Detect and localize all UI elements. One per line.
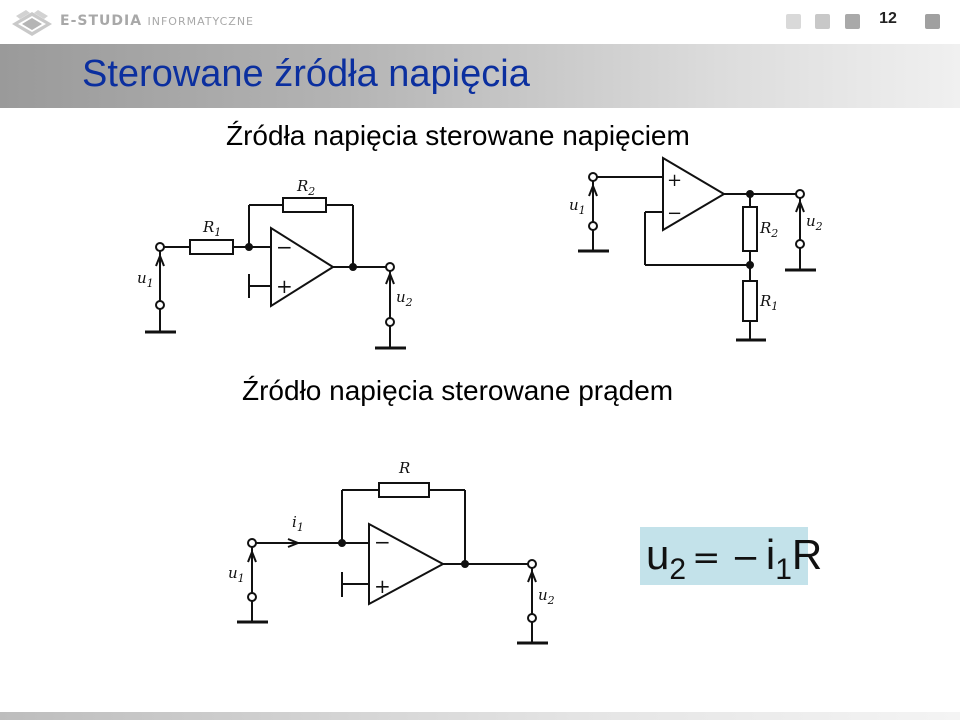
footer-bar bbox=[0, 712, 960, 720]
label-r1: R1 bbox=[202, 218, 221, 239]
label-r2-2: R2 bbox=[759, 219, 778, 240]
node-output-1 bbox=[349, 263, 357, 271]
formula-rhs-sub: 1 bbox=[775, 553, 792, 586]
label-u2: u2 bbox=[396, 288, 413, 309]
label-u2-3: u2 bbox=[538, 586, 555, 607]
resistor-r1 bbox=[189, 239, 234, 255]
u1-input-terminal-bottom-3 bbox=[247, 592, 257, 602]
section-heading-voltage-controlled: Źródła napięcia sterowane napięciem bbox=[226, 120, 690, 151]
formula-operator: = − bbox=[692, 538, 760, 578]
current-arrow-i1 bbox=[287, 538, 301, 548]
label-r2: R2 bbox=[296, 177, 315, 198]
label-u1: u1 bbox=[137, 269, 154, 290]
opamp-2-plus: + bbox=[667, 170, 682, 191]
brand-name: E-STUDIA INFORMATYCZNE bbox=[60, 13, 254, 29]
opamp-2-minus: − bbox=[667, 203, 682, 224]
resistor-r1-2 bbox=[742, 280, 758, 322]
e-studia-logo bbox=[12, 10, 52, 36]
label-u1-2: u1 bbox=[569, 196, 586, 217]
formula-box: u2= −i1R bbox=[640, 527, 822, 586]
title-band bbox=[0, 44, 960, 108]
inverting-amplifier-circuit bbox=[145, 197, 406, 350]
formula-rhs-r: R bbox=[791, 531, 823, 578]
u2-output-terminal-bottom-3 bbox=[527, 613, 537, 623]
node-output-3 bbox=[461, 560, 469, 568]
nav-square-1[interactable] bbox=[786, 14, 801, 29]
nav-square-4[interactable] bbox=[925, 14, 940, 29]
formula-lhs: u bbox=[646, 531, 670, 578]
u1-input-terminal-top-2 bbox=[588, 172, 598, 182]
u2-output-terminal-top-3 bbox=[527, 559, 537, 569]
formula-rhs-i: i bbox=[765, 531, 776, 578]
brand-sub-text: INFORMATYCZNE bbox=[147, 15, 254, 28]
nav-square-3[interactable] bbox=[845, 14, 860, 29]
label-i1: i1 bbox=[292, 513, 304, 534]
u1-input-terminal-bottom bbox=[155, 300, 165, 310]
u1-input-terminal-bottom-2 bbox=[588, 221, 598, 231]
label-u2-2: u2 bbox=[806, 212, 823, 233]
u2-output-terminal-bottom-2 bbox=[795, 239, 805, 249]
slide-title: Sterowane źródła napięcia bbox=[82, 53, 530, 95]
nav-square-2[interactable] bbox=[815, 14, 830, 29]
transresistance-amplifier-circuit bbox=[237, 482, 548, 645]
opamp-3-plus: + bbox=[374, 574, 391, 598]
brand-main-text: E-STUDIA bbox=[60, 13, 143, 29]
u2-output-terminal-top bbox=[385, 262, 395, 272]
u1-input-terminal-top bbox=[155, 242, 165, 252]
page-number: 12 bbox=[879, 10, 897, 27]
label-r: R bbox=[398, 459, 410, 477]
u2-output-terminal-bottom bbox=[385, 317, 395, 327]
opamp-1-minus: − bbox=[276, 235, 293, 259]
u1-input-terminal-top-3 bbox=[247, 538, 257, 548]
opamp-2 bbox=[662, 156, 726, 232]
opamp-1 bbox=[270, 226, 335, 308]
label-u1-3: u1 bbox=[228, 564, 245, 585]
resistor-r bbox=[378, 482, 430, 498]
u2-output-terminal-top-2 bbox=[795, 189, 805, 199]
opamp-1-plus: + bbox=[276, 274, 293, 298]
label-r1-2: R1 bbox=[759, 292, 778, 313]
resistor-r2-2 bbox=[742, 206, 758, 252]
formula-u2-equals-minus-i1-r: u2= −i1R bbox=[646, 529, 822, 586]
formula-lhs-sub: 2 bbox=[669, 553, 687, 586]
resistor-r2 bbox=[282, 197, 327, 213]
opamp-3 bbox=[368, 522, 446, 606]
opamp-3-minus: − bbox=[374, 530, 391, 554]
noninverting-amplifier-circuit bbox=[578, 156, 816, 342]
section-heading-current-controlled: Źródło napięcia sterowane prądem bbox=[242, 375, 674, 406]
